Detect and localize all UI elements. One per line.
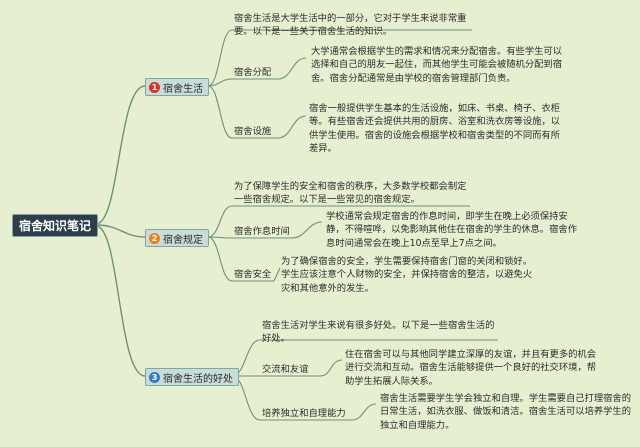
connector-root-branch-2 <box>95 224 146 238</box>
connector-root-branch-1 <box>95 85 146 225</box>
branch-node-dorm-benefits[interactable]: 3 宿舍生活的好处 <box>145 368 239 386</box>
connector-facilities-text <box>277 115 307 139</box>
topic-text-safety: 为了确保宿舍的安全，学生需要保持宿舍门窗的关闭和锁好。学生应该注意个人财物的安全… <box>281 256 533 294</box>
connector-b2-safety <box>207 236 233 282</box>
connector-b1-intro <box>207 29 233 87</box>
root-node[interactable]: 宿舍知识笔记 <box>12 214 98 237</box>
topic-text-allocation: 大学通常会根据学生的需求和情况来分配宿舍。有些学生可以选择和自己的朋友一起住，而… <box>311 46 563 84</box>
topic-label-independence[interactable]: 培养独立和自理能力 <box>262 408 346 419</box>
branch-node-dorm-life[interactable]: 1 宿舍生活 <box>145 78 209 96</box>
topic-text-independence: 宿舍生活需要学生学会独立和自理。学生需要自己打理宿舍的日常生活，如洗衣服、做饭和… <box>380 393 632 431</box>
topic-label-friendship[interactable]: 交流和友谊 <box>262 364 309 375</box>
topic-text-friendship: 住在宿舍可以与其他同学建立深厚的友谊，并且有更多的机会进行交流和互动。宿舍生活能… <box>345 349 597 387</box>
topic-label-allocation[interactable]: 宿舍分配 <box>234 67 272 78</box>
branch-intro-text: 为了保障学生的安全和宿舍的秩序，大多数学校都会制定一些宿舍规定。以下是一些常见的… <box>234 181 467 206</box>
connector-independence-text <box>351 403 377 421</box>
connector-root-branch-3 <box>95 225 146 377</box>
connector-b2-schedule <box>207 236 233 239</box>
branch-intro-text: 宿舍生活对学生来说有很多好处。以下是一些宿舍生活的好处。 <box>262 320 495 345</box>
number-badge-3: 3 <box>149 371 160 383</box>
branch-intro-text: 宿舍生活是大学生活中的一部分，它对于学生来说非常重要。以下是一些关于宿舍生活的知… <box>234 13 467 38</box>
connector-b1-allocation <box>207 78 233 87</box>
branch-label: 宿舍生活的好处 <box>163 373 233 385</box>
branch-label: 宿舍生活 <box>163 83 203 95</box>
connector-friendship-text <box>319 359 343 377</box>
branch-label: 宿舍规定 <box>163 234 203 246</box>
connector-allocation-text <box>277 57 307 80</box>
connector-schedule-text <box>291 221 323 239</box>
topic-text-schedule: 学校通常会规定宿舍的作息时间，即学生在晚上必须保持安静，不得喧哗，以免影响其他住… <box>326 211 578 249</box>
topic-label-safety[interactable]: 宿舍安全 <box>234 269 272 280</box>
topic-text-facilities: 宿舍一般提供学生基本的生活设施，如床、书桌、椅子、衣柜等。有些宿舍还会提供共用的… <box>309 103 561 155</box>
number-badge-1: 1 <box>149 81 160 93</box>
topic-label-facilities[interactable]: 宿舍设施 <box>234 126 272 137</box>
connector-b2-intro <box>207 205 233 238</box>
topic-label-schedule[interactable]: 宿舍作息时间 <box>234 226 290 237</box>
number-badge-2: 2 <box>149 232 160 244</box>
connector-b1-facilities <box>207 85 233 139</box>
root-title: 宿舍知识笔记 <box>18 219 91 233</box>
connector-safety-text <box>273 267 281 282</box>
branch-node-dorm-rules[interactable]: 2 宿舍规定 <box>145 229 209 247</box>
